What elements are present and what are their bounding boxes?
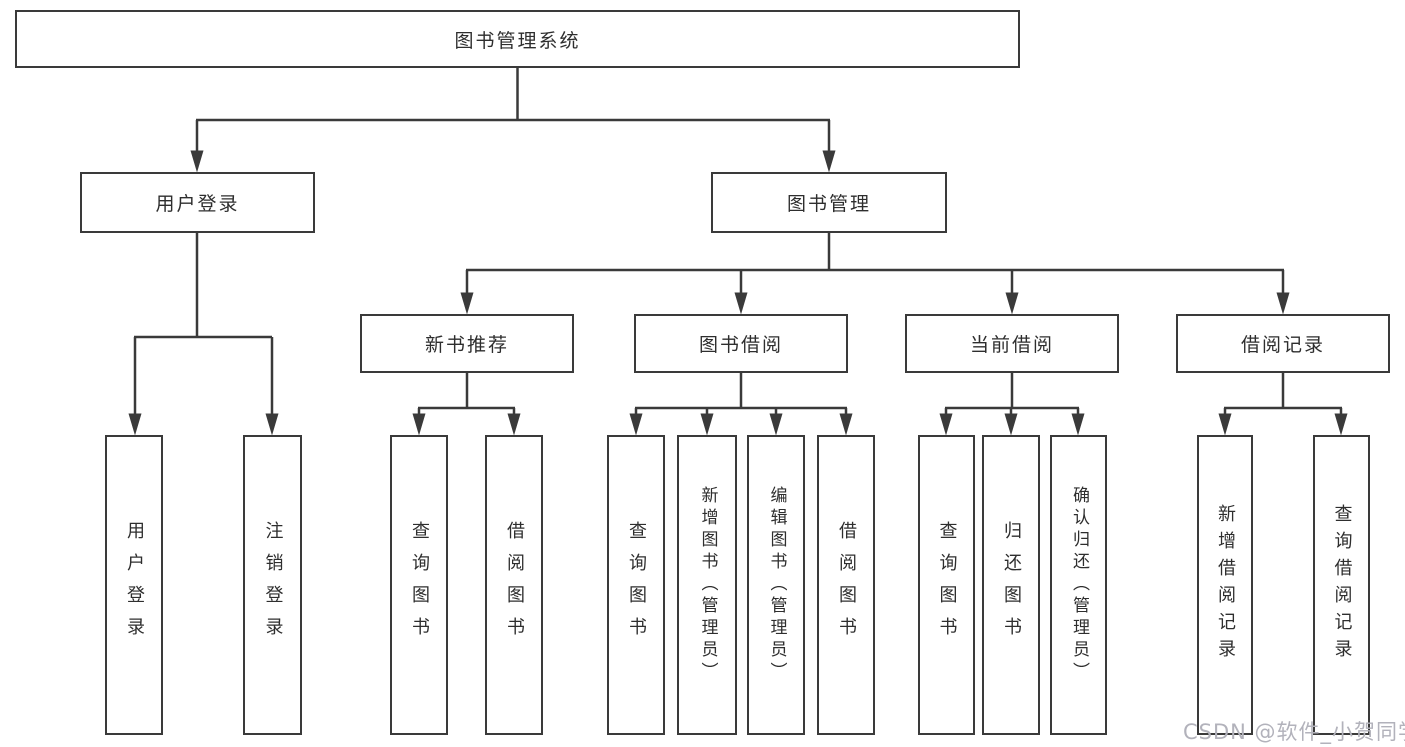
node-user-login: 用户登录	[80, 172, 315, 233]
leaf-add-book-admin: 新增图书（管理员）	[677, 435, 737, 735]
node-library-management-system: 图书管理系统	[15, 10, 1020, 68]
node-label: 借阅图书	[504, 521, 525, 649]
node-label: 查询图书	[936, 521, 958, 649]
node-label: 新增图书（管理员）	[697, 486, 718, 684]
arrowheads	[128, 150, 1348, 436]
leaf-edit-book-admin: 编辑图书（管理员）	[747, 435, 805, 735]
node-book-management: 图书管理	[711, 172, 947, 233]
node-label: 用户登录	[124, 521, 145, 649]
node-label: 查询借阅记录	[1331, 504, 1353, 666]
node-label: 借阅图书	[836, 521, 857, 649]
leaf-borrow-book: 借阅图书	[817, 435, 875, 735]
node-label: 注销登录	[262, 521, 284, 649]
node-borrow-records: 借阅记录	[1176, 314, 1390, 373]
leaf-borrow-book-recommend: 借阅图书	[485, 435, 543, 735]
node-label: 查询图书	[409, 521, 430, 649]
leaf-add-borrow-record: 新增借阅记录	[1197, 435, 1253, 735]
node-label: 图书借阅	[698, 334, 783, 356]
node-label: 当前借阅	[969, 334, 1054, 356]
node-book-borrow: 图书借阅	[634, 314, 848, 373]
node-label: 编辑图书（管理员）	[766, 486, 787, 684]
node-label: 图书管理系统	[454, 29, 581, 52]
leaf-return-book: 归还图书	[982, 435, 1040, 735]
leaf-user-login: 用户登录	[105, 435, 163, 735]
leaf-confirm-return-admin: 确认归还（管理员）	[1050, 435, 1107, 735]
node-current-borrow: 当前借阅	[905, 314, 1119, 373]
node-label: 用户登录	[155, 193, 240, 215]
leaf-query-book-recommend: 查询图书	[390, 435, 448, 735]
node-new-book-recommend: 新书推荐	[360, 314, 574, 373]
node-label: 查询图书	[626, 521, 647, 649]
node-label: 确认归还（管理员）	[1069, 486, 1089, 684]
csdn-watermark: CSDN @软件_小贺同学	[1183, 720, 1405, 744]
leaf-query-book-borrow: 查询图书	[607, 435, 665, 735]
leaf-logout-login: 注销登录	[243, 435, 302, 735]
node-label: 借阅记录	[1240, 334, 1325, 356]
node-label: 新书推荐	[424, 334, 509, 356]
leaf-query-borrow-record: 查询借阅记录	[1313, 435, 1370, 735]
node-label: 新增借阅记录	[1215, 504, 1236, 666]
node-label: 图书管理	[786, 193, 871, 215]
node-label: 归还图书	[1001, 521, 1022, 649]
leaf-query-book-current: 查询图书	[918, 435, 975, 735]
